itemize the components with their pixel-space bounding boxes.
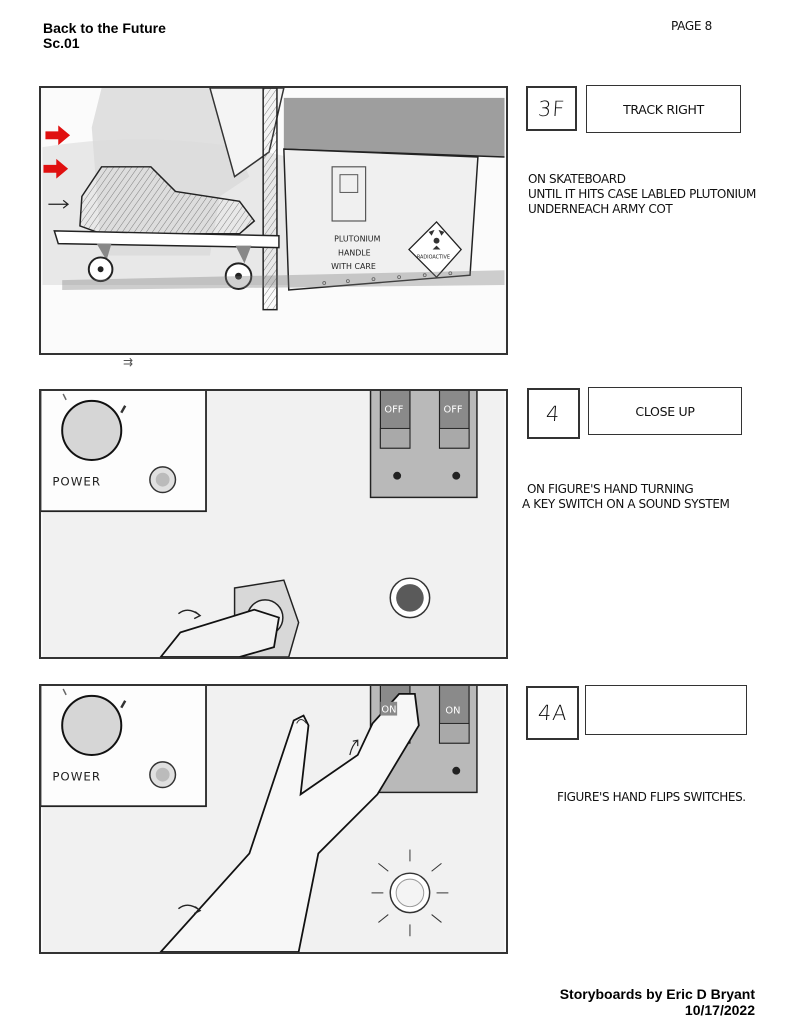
skateboard-plutonium-sketch: PLUTONIUM HANDLE WITH CARE RADIOACTIVE [42, 88, 505, 353]
red-direction-arrow-icon [43, 125, 71, 179]
description-line: ON SKATEBOARD [528, 172, 626, 186]
panel-description: FIGURE'S HAND FLIPS SWITCHES. [557, 790, 746, 805]
switch-label: ON [445, 706, 460, 717]
panel-4a-drawing: POWER ON [39, 684, 508, 954]
plutonium-case [283, 148, 479, 291]
cot-shadow [283, 97, 505, 157]
cot-leg [262, 88, 278, 311]
switch-labels: ON ON [380, 701, 461, 717]
document-header: Back to the Future Sc.01 [43, 21, 166, 51]
case-latch [331, 166, 367, 222]
shot-number: 4 [545, 401, 562, 426]
skateboard-deck [53, 230, 280, 249]
page-number: PAGE 8 [671, 19, 712, 33]
shot-number: 3F [536, 96, 567, 121]
description-line: A KEY SWITCH ON A SOUND SYSTEM [522, 497, 730, 511]
radioactive-placard-icon: RADIOACTIVE [408, 221, 463, 279]
movement-arrow-icon [48, 199, 70, 209]
power-knob-icon [61, 399, 123, 461]
switch-label: OFF [384, 405, 403, 416]
lit-warning-light-icon [371, 849, 449, 937]
footer-credits: Storyboards by Eric D Bryant 10/17/2022 [560, 986, 755, 1018]
shot-type-box: CLOSE UP [588, 387, 742, 435]
placard-text: RADIOACTIVE [417, 254, 450, 260]
case-label-line-3: WITH CARE [331, 262, 376, 271]
hand-turning-key [159, 608, 280, 657]
shot-number: 4A [536, 701, 569, 725]
flip-arrow-icon [349, 739, 359, 756]
switch-label: OFF [443, 405, 462, 416]
scene-number: Sc.01 [43, 35, 80, 51]
key-switch-sketch: POWER OFF OFF [41, 391, 505, 657]
panel-description: ON FIGURE'S HAND TURNING A KEY SWITCH ON… [522, 482, 730, 512]
switch-label: ON [381, 705, 396, 716]
case-label-line-2: HANDLE [338, 248, 371, 257]
figure-on-skateboard [79, 166, 256, 235]
power-label: POWER [52, 475, 101, 489]
description-line: FIGURE'S HAND FLIPS SWITCHES. [557, 790, 746, 804]
toggle-switch-icon: OFF OFF [379, 391, 470, 480]
power-label: POWER [52, 770, 101, 784]
production-title: Back to the Future [43, 20, 166, 36]
storyboard-date: 10/17/2022 [684, 1002, 755, 1018]
description-line: UNTIL IT HITS CASE LABLED PLUTONIUM [528, 187, 756, 201]
movement-marker: ⇉ [123, 355, 134, 369]
turn-arrow-icon [177, 609, 202, 620]
shot-number-box-4: 4 [527, 388, 580, 439]
hand-flips-switches-sketch: POWER ON [41, 686, 505, 952]
hand-flipping-switch [159, 692, 420, 952]
artist-credit: Storyboards by Eric D Bryant [559, 986, 755, 1002]
description-line: UNDERNEACH ARMY COT [528, 202, 673, 216]
movement-arrow-icon [177, 904, 202, 915]
case-label-line-1: PLUTONIUM [334, 235, 380, 244]
power-knob-icon [61, 694, 123, 756]
description-line: ON FIGURE'S HAND TURNING [527, 482, 694, 496]
panel-3f-drawing: PLUTONIUM HANDLE WITH CARE RADIOACTIVE [39, 86, 508, 355]
skateboard-wheels [87, 243, 253, 290]
panel-description: ON SKATEBOARD UNTIL IT HITS CASE LABLED … [528, 172, 756, 217]
switch-label-backing [380, 701, 398, 716]
panel-4-drawing: POWER OFF OFF [39, 389, 508, 659]
shot-number-box-3f: 3F [526, 86, 577, 131]
shot-type-box [585, 685, 747, 735]
shot-type-box: TRACK RIGHT [586, 85, 741, 133]
shot-number-box-4a: 4A [526, 686, 579, 740]
